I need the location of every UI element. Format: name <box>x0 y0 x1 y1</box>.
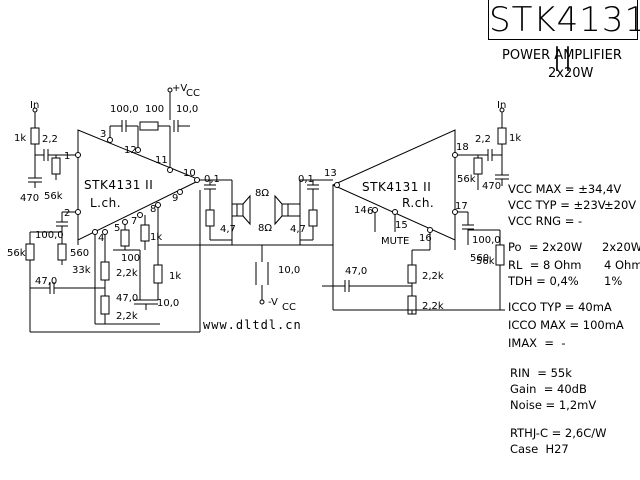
spec-icco-max: ICCO MAX = 100mA <box>508 318 624 332</box>
label-r-1k-right: 1k <box>509 133 521 144</box>
pin-15: 15 <box>395 220 408 231</box>
label-r-1k-left: 1k <box>14 133 26 144</box>
spec-vcc-typ: VCC TYP = ±23V <box>508 198 606 212</box>
watermark-text: www.dltdl.cn <box>203 318 302 332</box>
channel-label-right: R.ch. <box>402 196 434 210</box>
pin-18: 18 <box>456 142 469 153</box>
label-r-1k-left-b: 1k <box>150 232 162 243</box>
pin-16: 16 <box>419 233 432 244</box>
spec-rl-alt: 4 Ohm <box>604 258 640 272</box>
pin-10: 10 <box>183 168 196 179</box>
pin-3: 3 <box>100 129 106 140</box>
pin-8: 8 <box>150 204 156 215</box>
mute-label: MUTE <box>381 236 409 247</box>
label-c-47-left-b: 47,0 <box>116 293 138 304</box>
label-c-100-0-right: 100,0 <box>472 235 501 246</box>
label-in-right: In <box>497 100 506 111</box>
pin-4: 4 <box>98 233 104 244</box>
label-c-47-left-a: 47,0 <box>35 276 57 287</box>
label-c-0-1-left: 0,1 <box>204 174 220 185</box>
label-r-100-top: 100 <box>145 104 164 115</box>
label-c-2-2-left: 2,2 <box>42 134 58 145</box>
spec-imax: IMAX = - <box>508 336 566 350</box>
pin-14: 14 <box>354 205 367 216</box>
label-r-2-2k-right-b: 2,2k <box>422 301 444 312</box>
pin-13: 13 <box>324 168 337 179</box>
supply-negative-label: -V <box>268 297 278 308</box>
spec-noise: Noise = 1,2mV <box>510 398 597 412</box>
label-c-100-0-top: 100,0 <box>110 104 139 115</box>
label-r-56k-right-b: 56k <box>476 256 495 267</box>
label-speaker-8-left: 8Ω <box>255 188 269 199</box>
spec-vcc-rng: VCC RNG = - <box>508 214 583 228</box>
chip-label-left: STK4131 II <box>84 178 153 192</box>
pin-9: 9 <box>172 193 178 204</box>
label-r-560-left: 560 <box>70 248 89 259</box>
label-c-470-right: 470 <box>482 181 501 192</box>
pin-5: 5 <box>114 223 120 234</box>
subtitle-power: 2x20W <box>548 66 594 81</box>
page-title: STK4131 II <box>488 0 640 80</box>
label-r-56k-right: 56k <box>457 174 476 185</box>
spec-tdh-alt: 1% <box>604 274 623 288</box>
pin-6: 6 <box>367 206 373 217</box>
pin-1: 1 <box>64 151 70 162</box>
spec-rin: RIN = 55k <box>510 366 572 380</box>
label-c-0-1-right: 0,1 <box>298 174 314 185</box>
label-c-10-0-left-b: 10,0 <box>157 298 179 309</box>
label-r-2-2k-left-a: 2,2k <box>116 268 138 279</box>
label-in-left: In <box>30 100 39 111</box>
spec-rthj: RTHJ-C = 2,6C/W <box>510 426 607 440</box>
pin-12: 12 <box>124 145 137 156</box>
spec-tdh: TDH = 0,4% <box>508 274 579 288</box>
label-c-100-0-left: 100,0 <box>35 230 64 241</box>
label-r-560-right: 560 <box>470 253 489 264</box>
label-r-4-7-left: 4,7 <box>220 224 236 235</box>
schematic-wires <box>25 87 509 333</box>
spec-gain: Gain = 40dB <box>510 382 587 396</box>
label-r-2-2k-right-a: 2,2k <box>422 271 444 282</box>
label-speaker-8-right: 8Ω <box>258 223 272 234</box>
spec-rl: RL = 8 Ohm <box>508 258 582 272</box>
supply-negative-subscript: CC <box>282 302 296 313</box>
spec-case: Case H27 <box>510 442 569 456</box>
spec-vcc-max: VCC MAX = ±34,4V <box>508 182 622 196</box>
pin-11: 11 <box>155 155 168 166</box>
label-c-470-left: 470 <box>20 193 39 204</box>
label-r-4-7-right: 4,7 <box>290 224 306 235</box>
pin-7: 7 <box>131 216 137 227</box>
label-c-2-2-right: 2,2 <box>475 134 491 145</box>
spec-po: Po = 2x20W <box>508 240 583 254</box>
spec-icco-typ: ICCO TYP = 40mA <box>508 300 612 314</box>
label-r-56k-left-b: 56k <box>7 248 26 259</box>
pin-2: 2 <box>64 208 70 219</box>
subtitle-function: POWER AMPLIFIER <box>502 48 622 63</box>
label-r-56k-left: 56k <box>44 191 63 202</box>
supply-positive-subscript: CC <box>186 88 200 99</box>
label-c-10-0-top: 10,0 <box>176 104 198 115</box>
label-r-2-2k-left-b: 2,2k <box>116 311 138 322</box>
label-r-1k-left-c: 1k <box>169 271 181 282</box>
channel-label-left: L.ch. <box>90 196 121 210</box>
label-r-33k: 33k <box>72 265 91 276</box>
left-amplifier-symbol <box>77 129 202 241</box>
label-c-10-0-mid: 10,0 <box>278 265 300 276</box>
chip-label-right: STK4131 II <box>362 180 431 194</box>
supply-positive-label: +V <box>172 83 187 94</box>
pin-markers <box>75 137 458 235</box>
label-c-47-right: 47,0 <box>345 266 367 277</box>
spec-po-alt: 2x20W <box>602 240 640 254</box>
spec-vcc-typ-alt: ±20V <box>604 198 637 212</box>
pin-17: 17 <box>455 201 468 212</box>
label-r-100-left: 100 <box>121 253 140 264</box>
